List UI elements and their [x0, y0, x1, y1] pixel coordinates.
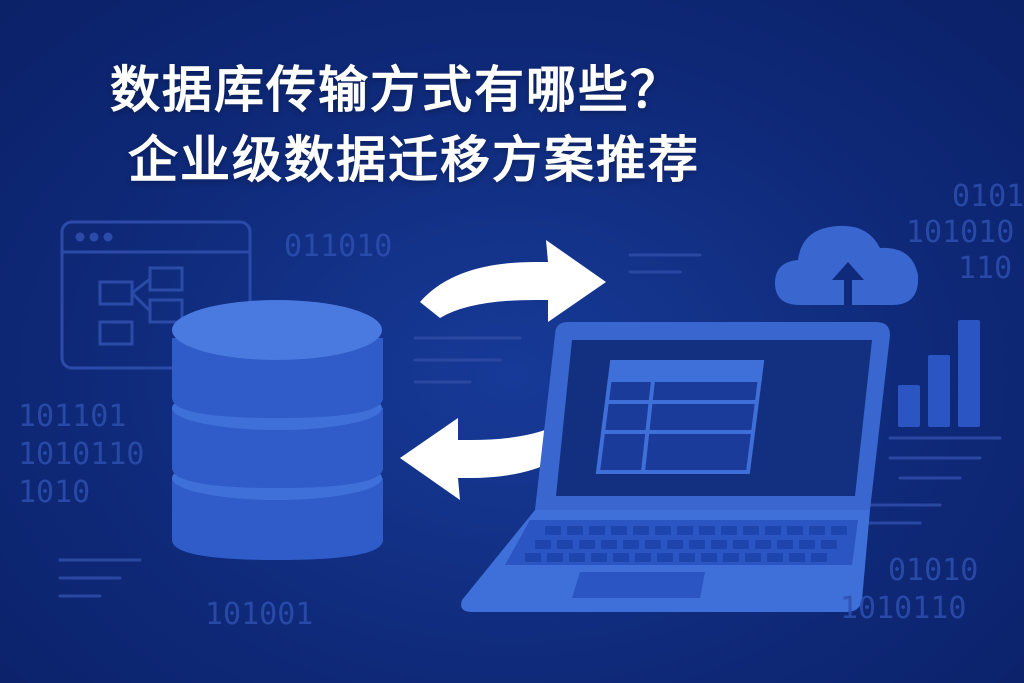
binary-text-right-3: 110 — [958, 251, 1013, 286]
laptop-icon — [461, 322, 890, 612]
binary-text-left-3: 1010 — [18, 475, 91, 510]
cloud-upload-icon — [775, 225, 919, 305]
binary-text-right-1: 0101 — [952, 179, 1024, 214]
binary-text-right-5: 1010110 — [840, 591, 967, 626]
sync-arrows-icon — [400, 240, 606, 500]
binary-text-right-2: 101010 — [906, 215, 1015, 250]
headline-line-2: 企业级数据迁移方案推荐 — [128, 131, 700, 189]
binary-text-right-4: 01010 — [888, 553, 979, 588]
binary-text-left-2: 1010110 — [18, 437, 145, 472]
database-icon — [172, 300, 383, 560]
bar-chart-icon — [898, 320, 980, 427]
binary-text-left-1: 101101 — [18, 399, 127, 434]
headline-line-1: 数据库传输方式有哪些？ — [110, 61, 682, 119]
binary-text-bottom: 101001 — [205, 597, 314, 632]
binary-text-top: 011010 — [284, 229, 393, 264]
browser-window-icon — [60, 220, 252, 370]
